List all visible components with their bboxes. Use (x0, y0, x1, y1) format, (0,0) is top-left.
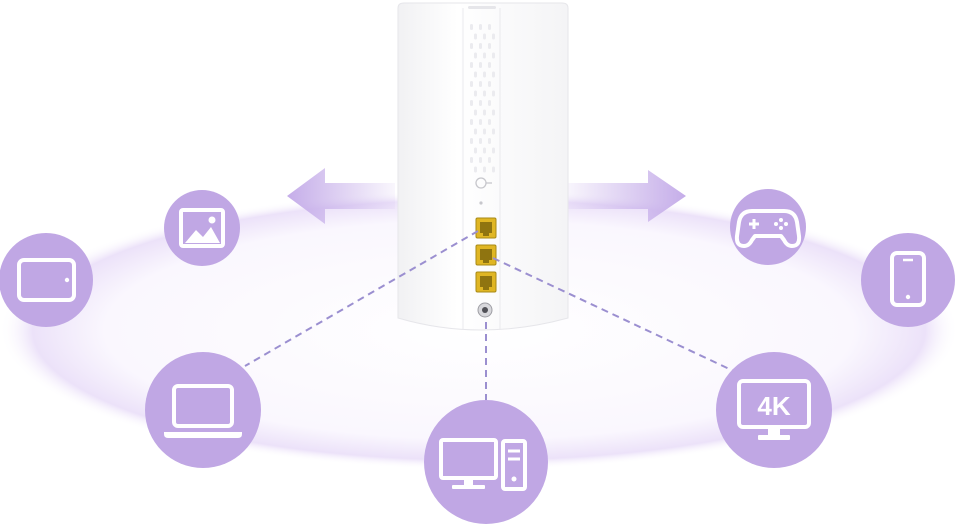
vent-slot (470, 100, 473, 106)
vent-slot (483, 128, 486, 135)
vent-slot (492, 71, 495, 78)
vent-slot (488, 43, 491, 49)
vent-slot (488, 138, 491, 144)
vent-slot (483, 71, 486, 78)
vent-slot (483, 166, 486, 173)
vent-slot (483, 52, 486, 59)
vent-slot (488, 100, 491, 106)
vent-slot (492, 109, 495, 116)
signal-arrow-left (287, 168, 395, 224)
vent-slot (474, 71, 477, 78)
vent-slot (488, 24, 491, 30)
vent-slot (483, 33, 486, 40)
vent-slot (470, 81, 473, 87)
vent-slot (474, 128, 477, 135)
device-desktop (424, 400, 548, 524)
vent-slot (488, 157, 491, 163)
vent-slot (470, 43, 473, 49)
vent-slot (492, 52, 495, 59)
vent-slot (483, 109, 486, 116)
ethernet-port (475, 271, 497, 293)
smartphone-icon (890, 251, 926, 307)
vent-slot (474, 33, 477, 40)
cable-tv (492, 257, 741, 375)
laptop-icon (164, 384, 242, 438)
vent-slot (483, 147, 486, 154)
ethernet-port (475, 217, 497, 239)
device-tv: 4K (716, 352, 832, 468)
vent-slot (479, 62, 482, 68)
reset-pinhole (479, 201, 483, 205)
device-phone (861, 233, 955, 327)
vent-slot (492, 128, 495, 135)
vent-slot (492, 90, 495, 97)
tv-label-4k: 4K (757, 391, 790, 421)
router-vents (470, 24, 495, 173)
ethernet-ports (475, 217, 497, 293)
device-tablet (0, 233, 93, 327)
vent-slot (479, 119, 482, 125)
vent-slot (479, 81, 482, 87)
vent-slot (479, 157, 482, 163)
vent-slot (474, 52, 477, 59)
vent-slot (470, 157, 473, 163)
router-top-slot (468, 6, 496, 9)
vent-slot (474, 166, 477, 173)
tablet-icon (17, 258, 76, 302)
vent-slot (479, 43, 482, 49)
vent-slot (488, 81, 491, 87)
device-photo (164, 190, 240, 266)
vent-slot (488, 62, 491, 68)
desktop-pc-icon (439, 438, 527, 491)
vent-slot (470, 138, 473, 144)
vent-slot (492, 147, 495, 154)
vent-slot (479, 100, 482, 106)
vent-slot (492, 166, 495, 173)
vent-slot (470, 62, 473, 68)
ethernet-port (475, 244, 497, 266)
router-body (397, 2, 569, 331)
signal-arrow-right (565, 170, 686, 222)
device-laptop (145, 352, 261, 468)
gamepad-icon (734, 209, 802, 248)
vent-slot (492, 33, 495, 40)
vent-slot (488, 119, 491, 125)
power-button-icon (475, 177, 492, 189)
vent-slot (483, 90, 486, 97)
vent-slot (470, 119, 473, 125)
dc-power-jack (477, 302, 493, 318)
vent-slot (474, 90, 477, 97)
vent-slot (479, 24, 482, 30)
vent-slot (479, 138, 482, 144)
device-gamepad (730, 189, 806, 265)
vent-slot (474, 109, 477, 116)
vent-slot (474, 147, 477, 154)
monitor-4k-icon: 4K (737, 379, 811, 440)
router-unit (397, 2, 569, 331)
vent-slot (470, 24, 473, 30)
cable-laptop (244, 230, 479, 367)
image-icon (179, 208, 225, 248)
